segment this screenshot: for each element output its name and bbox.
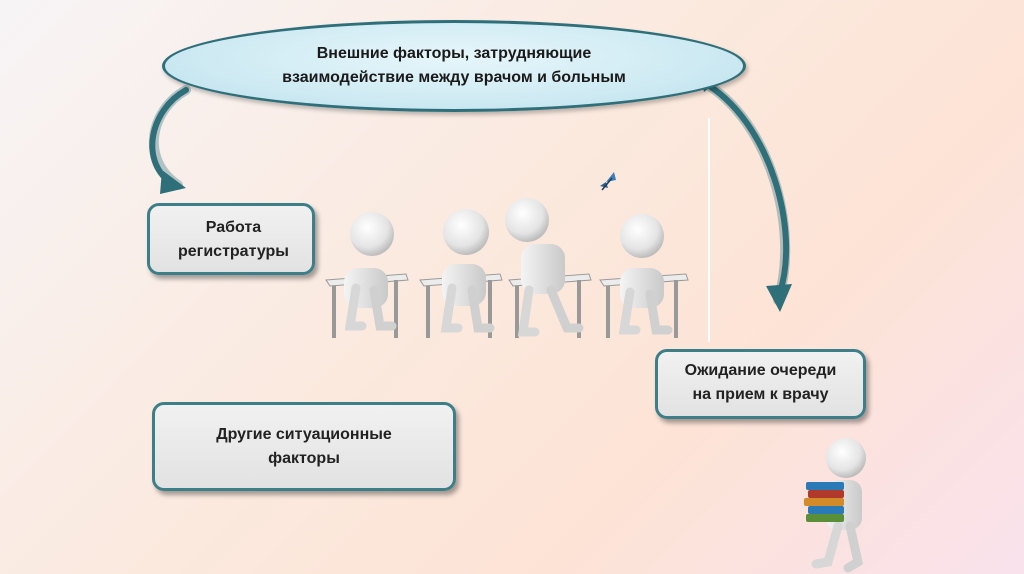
main-topic-line1: Внешние факторы, затрудняющие	[316, 45, 592, 62]
main-topic-line2: взаимодействие между врачом и больным	[282, 69, 626, 86]
butterfly-icon	[600, 172, 616, 191]
factor-waiting-line2: на прием к врачу	[692, 386, 829, 403]
factor-box-registry: Работа регистратуры	[147, 203, 315, 275]
factor-other-line1: Другие ситуационные	[216, 426, 392, 443]
factor-waiting-line1: Ожидание очереди	[684, 362, 837, 379]
factor-registry-line1: Работа	[205, 219, 262, 236]
factor-registry-line2: регистратуры	[178, 243, 289, 260]
students-at-desks-illustration	[325, 198, 689, 338]
factor-box-other: Другие ситуационные факторы	[152, 402, 456, 491]
main-topic-ellipse: Внешние факторы, затрудняющие взаимодейс…	[162, 20, 746, 112]
factor-other-line2: факторы	[268, 450, 340, 467]
person-carrying-books-illustration	[804, 438, 866, 573]
left-curved-arrow	[148, 85, 191, 194]
right-curved-arrow	[698, 76, 792, 312]
factor-box-waiting: Ожидание очереди на прием к врачу	[655, 349, 866, 419]
